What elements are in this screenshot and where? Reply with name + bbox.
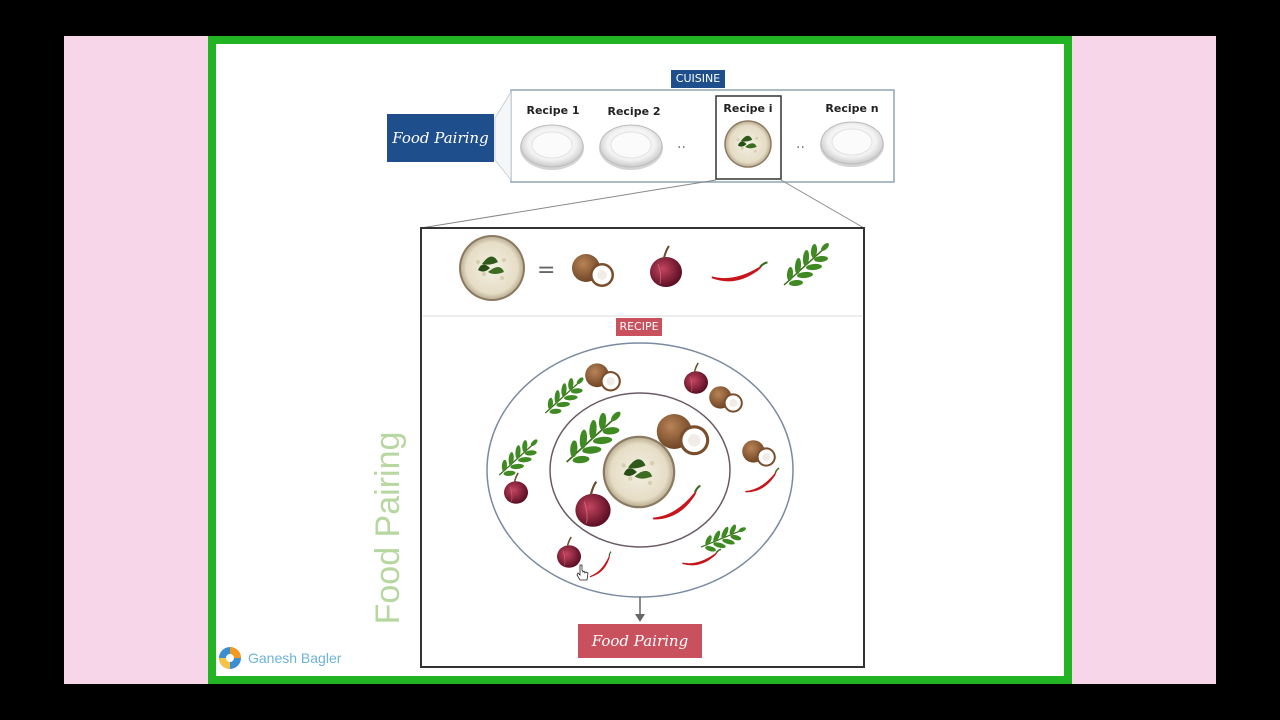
food-pairing-main-box: Food Pairing: [387, 114, 494, 162]
recipe-1-label: Recipe 1: [526, 104, 580, 117]
curry-bowl-icon: [602, 435, 676, 509]
plate-icon: [598, 124, 664, 171]
hand-cursor-icon: [576, 564, 589, 581]
zoom-line-right: [780, 179, 865, 229]
cuisine-connector: [494, 90, 512, 182]
pairing-arrow-head: [635, 614, 645, 622]
food-pairing-vertical-title: Food Pairing: [369, 431, 407, 625]
recipe-n-label: Recipe n: [825, 102, 879, 115]
curry-bowl-icon: [459, 235, 525, 301]
right-margin: [1072, 36, 1216, 684]
recipe-tag: RECIPE: [616, 318, 662, 336]
brand-logo-icon: [219, 647, 241, 669]
cuisine-tag: CUISINE: [671, 70, 725, 88]
curry-bowl-icon: [724, 120, 772, 168]
inner-pairing-circle: [549, 392, 731, 548]
equals-sign: =: [537, 258, 556, 283]
plate-icon: [819, 121, 885, 168]
ellipsis-1: ..: [677, 136, 686, 152]
recipe-i-label: Recipe i: [723, 102, 773, 115]
recipe-2-label: Recipe 2: [607, 105, 661, 118]
plate-icon: [519, 124, 585, 171]
brand-name: Ganesh Bagler: [248, 650, 342, 666]
left-margin: [64, 36, 208, 684]
zoom-line-left: [420, 179, 717, 229]
ellipsis-2: ..: [796, 136, 805, 152]
food-pairing-bottom-box: Food Pairing: [578, 624, 702, 658]
